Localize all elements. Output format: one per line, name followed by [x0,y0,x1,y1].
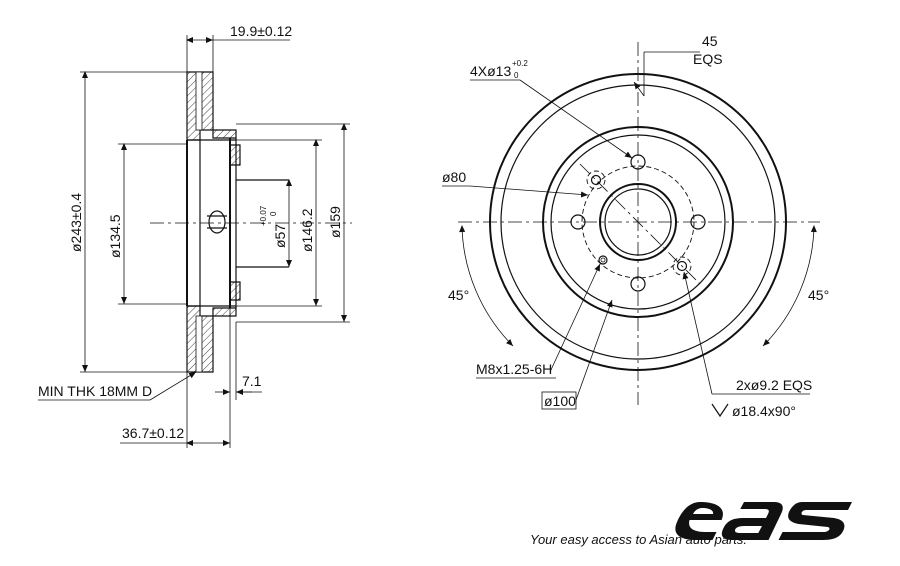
dim-bore-base: ø57 [272,224,288,248]
bolt-hole-top [630,154,646,170]
hat-top-wall [212,129,237,139]
countersink-label: ø18.4x90° [732,403,796,419]
hat-bottom-wall [212,307,237,317]
pcd-circle [581,165,695,279]
angle-left: 45° [448,287,469,303]
lower-vent-gap [195,315,203,373]
dim-flange-thickness: 7.1 [242,373,262,389]
angle-right: 45° [808,287,829,303]
label-min-thickness: MIN THK 18MM D [38,383,152,399]
threaded-hole [598,255,608,265]
bolt-hole-bottom [630,276,646,292]
rotor-outer-edge [489,73,787,371]
side-section-view: 19.9±0.12 ø243±0.4 ø134.5 ø57 +0.07 0 ø1… [38,23,352,448]
dim-hat-thickness: 19.9±0.12 [230,23,292,39]
dim-hub-diameter: ø159 [327,206,343,238]
countersink-symbol [711,403,729,418]
countersink-hole-1 [586,170,606,190]
centre-bore-outer [599,183,677,261]
hat-inner-circle [550,134,726,310]
hat-outer-circle [542,126,734,318]
holes-label: 4Xø13 [470,63,511,79]
dim-bore-tol-lower: 0 [269,211,278,216]
brand-block: eas [675,490,875,550]
front-view: 45 EQS 4Xø13 +0.2 0 ø80 45° 45° M8x1.25-… [442,33,829,419]
angle-top: 45 [702,33,718,49]
dim-total-height: 36.7±0.12 [122,425,184,441]
side-bolt-hole [208,210,226,234]
dim-hat-diameter: ø146.2 [299,208,315,252]
diameter-box-label: ø100 [544,393,576,409]
diameter-box [541,391,577,410]
dim-bolt-inner-diameter: ø134.5 [107,214,123,258]
centre-bore-inner [604,188,672,256]
upper-vent-gap [195,71,203,131]
brand-tagline: Your easy access to Asian auto parts. [530,532,748,547]
eas-logo: eas [675,502,853,540]
holes-tol-upper: +0.2 [512,59,528,68]
dim-bore-tol-upper: +0.07 [259,205,268,226]
thread-label: M8x1.25-6H [476,361,552,377]
counterbore-label: 2xø9.2 EQS [736,377,812,393]
angle-top-eqs: EQS [693,51,723,67]
dim-outer-diameter: ø243±0.4 [68,193,84,252]
bolt-hole-left [570,214,586,230]
holes-tol-lower: 0 [514,71,519,80]
pcd-label: ø80 [442,169,466,185]
countersink-hole-2 [672,256,692,276]
bolt-hole-right [690,214,706,230]
